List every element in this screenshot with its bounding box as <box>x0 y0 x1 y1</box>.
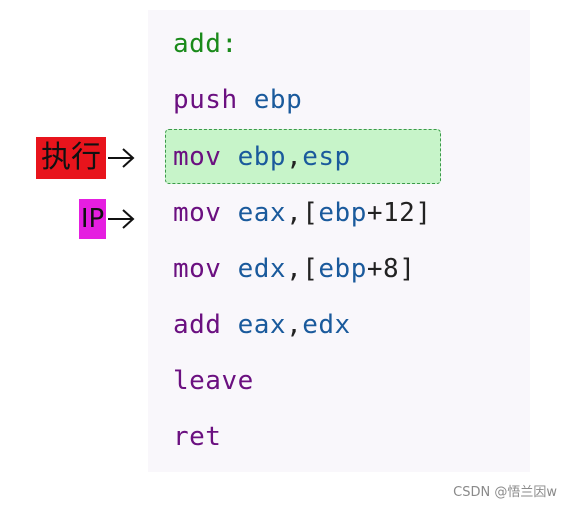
instruction-op: add <box>173 310 222 340</box>
separator: , <box>286 310 303 340</box>
bracket-close: ] <box>399 254 416 284</box>
code-line-leave: leave <box>173 357 254 405</box>
code-line-mov-eax: mov eax,[ebp+12] <box>173 189 432 237</box>
offset: +12 <box>366 198 416 228</box>
operand: edx <box>237 254 287 284</box>
bracket-open: [ <box>302 198 319 228</box>
bracket-open: [ <box>302 254 319 284</box>
instruction-op: push <box>173 85 238 115</box>
bracket-close: ] <box>415 198 432 228</box>
code-line-add: add eax,edx <box>173 301 351 349</box>
ip-marker: IP <box>79 199 106 239</box>
instruction-op: mov <box>173 254 222 284</box>
operand: ebp <box>318 254 367 284</box>
instruction-op: ret <box>173 422 222 452</box>
current-instruction-highlight <box>165 129 441 184</box>
function-label: add: <box>173 29 238 59</box>
operand: ebp <box>318 198 367 228</box>
instruction-op: mov <box>173 142 222 172</box>
operand: eax <box>237 198 287 228</box>
arrow-right-icon <box>108 148 135 168</box>
separator: , <box>286 254 303 284</box>
operand: ebp <box>253 85 303 115</box>
offset: +8 <box>366 254 400 284</box>
separator: , <box>286 198 303 228</box>
code-line-mov-ebp-esp: mov ebp,esp <box>173 133 351 181</box>
operand: edx <box>302 310 351 340</box>
instruction-op: leave <box>173 366 254 396</box>
operand: eax <box>237 310 287 340</box>
code-line-mov-edx: mov edx,[ebp+8] <box>173 245 415 293</box>
executing-marker: 执行 <box>36 137 106 179</box>
code-panel <box>148 10 530 472</box>
arrow-right-icon <box>108 209 135 229</box>
operand: ebp <box>237 142 287 172</box>
separator: , <box>286 142 303 172</box>
instruction-op: mov <box>173 198 222 228</box>
watermark: CSDN @悟兰因w <box>453 485 557 500</box>
code-line-push: push ebp <box>173 76 302 124</box>
operand: esp <box>302 142 351 172</box>
code-line-ret: ret <box>173 413 221 461</box>
